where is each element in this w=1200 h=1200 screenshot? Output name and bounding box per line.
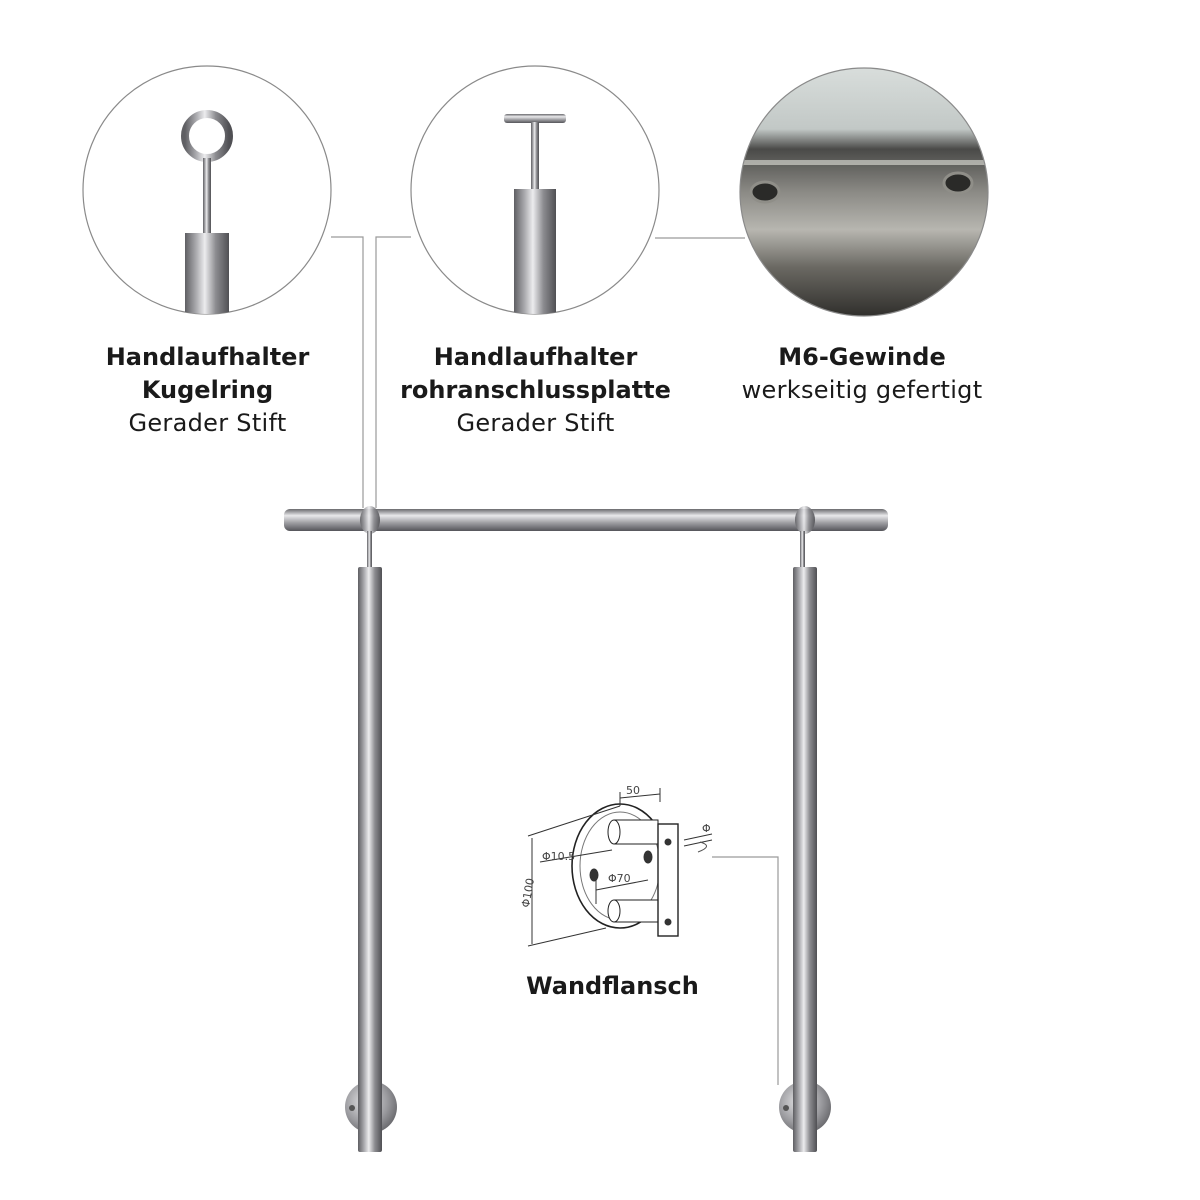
caption-ring-holder: Handlaufhalter Kugelring Gerader Stift	[60, 341, 355, 440]
wall-flange-drawing: 50 Φ10.5 Φ70 Φ100 Φ	[519, 784, 713, 947]
caption-plate-holder-title-1: Handlaufhalter	[433, 343, 638, 371]
ring-holder-icon	[181, 110, 233, 314]
detail-circle-thread	[739, 67, 989, 317]
caption-plate-holder-title-2: rohranschlussplatte	[400, 376, 671, 404]
dim-hole: Φ10.5	[542, 850, 575, 863]
caption-ring-holder-title-2: Kugelring	[141, 376, 274, 404]
caption-thread: M6-Gewinde werkseitig gefertigt	[712, 341, 1012, 407]
caption-plate-holder-subtitle: Gerader Stift	[456, 409, 615, 437]
detail-circle-ring-holder	[82, 65, 332, 315]
plate-holder-icon	[504, 114, 566, 314]
detail-circle-plate-holder	[410, 65, 660, 315]
caption-thread-title: M6-Gewinde	[778, 343, 946, 371]
caption-thread-subtitle: werkseitig gefertigt	[741, 376, 983, 404]
handrail	[284, 506, 888, 534]
dim-pin: Φ	[702, 822, 711, 835]
caption-wall-flange-title: Wandflansch	[526, 972, 699, 1000]
dim-bolt-circle: Φ70	[608, 872, 631, 885]
caption-wall-flange: Wandflansch	[470, 970, 755, 1003]
right-post	[779, 531, 831, 1152]
caption-ring-holder-title-1: Handlaufhalter	[105, 343, 310, 371]
dim-diameter: Φ100	[519, 877, 537, 908]
leader-lines	[331, 236, 779, 1085]
threaded-tube-photo	[740, 68, 988, 316]
dim-width: 50	[626, 784, 640, 797]
caption-plate-holder: Handlaufhalter rohranschlussplatte Gerad…	[378, 341, 693, 440]
left-post	[345, 531, 397, 1152]
caption-ring-holder-subtitle: Gerader Stift	[128, 409, 287, 437]
